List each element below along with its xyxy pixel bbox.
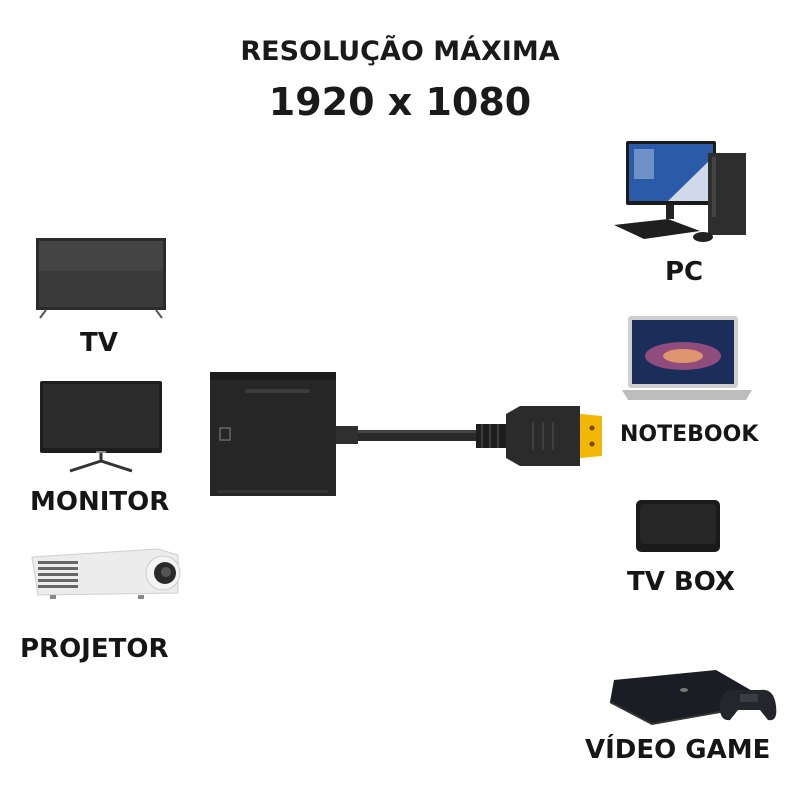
desktop-pc-icon: [614, 141, 746, 242]
monitor-port-icon: [219, 427, 231, 441]
tv-icon: [36, 238, 166, 319]
label-monitor: MONITOR: [30, 487, 170, 517]
label-tv-box: TV BOX: [627, 567, 735, 597]
headline-resolution-value: 1920 x 1080: [268, 80, 532, 124]
label-tv: TV: [80, 328, 118, 358]
game-console-icon: [609, 670, 777, 726]
headline-resolution: RESOLUÇÃO MÁXIMA: [240, 36, 560, 67]
label-video-game: VÍDEO GAME: [585, 735, 771, 765]
hdmi-vga-adapter-image: [210, 372, 602, 496]
projector-icon: [31, 548, 181, 599]
tv-box-icon: [636, 500, 720, 552]
monitor-icon: [40, 381, 162, 473]
laptop-icon: [622, 316, 752, 400]
label-pc: PC: [665, 257, 704, 287]
label-projetor: PROJETOR: [20, 634, 169, 664]
label-notebook: NOTEBOOK: [620, 422, 759, 447]
